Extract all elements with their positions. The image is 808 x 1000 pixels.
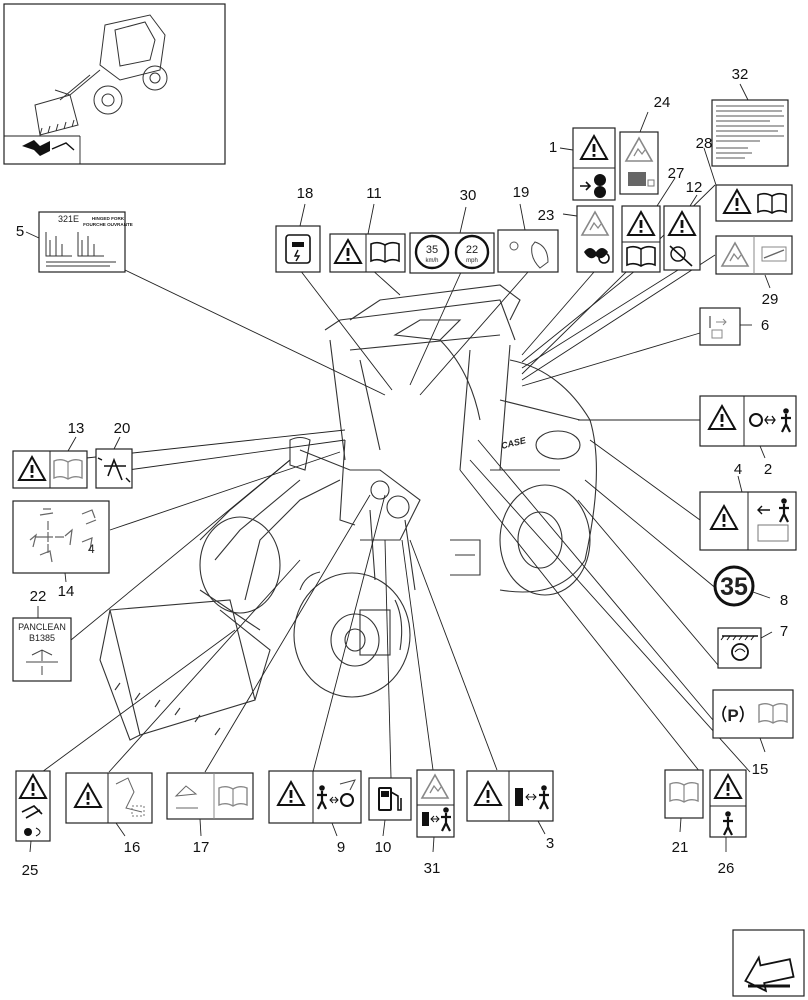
item-number-29: 29 [762,291,779,308]
item-number-28: 28 [696,135,713,152]
svg-text:35: 35 [426,244,438,256]
item-number-25: 25 [22,862,39,879]
svg-text:4: 4 [88,542,95,556]
item-number-22: 22 [30,588,47,605]
decal-11: 11 [329,185,406,273]
decal-19: 19 [497,184,559,273]
item-number-23: 23 [538,207,555,224]
brand-mark: CASE [500,435,528,451]
item-number-16: 16 [124,839,141,856]
item-number-6: 6 [761,317,769,334]
item-number-17: 17 [193,839,210,856]
svg-text:FOURCHE OUVRANTE: FOURCHE OUVRANTE [83,222,133,227]
decal-7: 7 [717,623,788,669]
decal-14: 4 14 [12,500,110,600]
svg-text:HINGED FORK: HINGED FORK [92,216,125,221]
item-number-5: 5 [16,223,24,240]
decal-10: 10 [368,777,412,856]
item-number-27: 27 [668,165,685,182]
item-number-32: 32 [732,66,749,83]
item-number-20: 20 [114,420,131,437]
decal-27: 27 [621,165,685,273]
decal-16: 16 [65,772,153,856]
battery-icon [292,242,304,262]
item-number-18: 18 [297,185,314,202]
decal-24: 24 [619,94,671,195]
decal-8: 35 8 [713,565,788,609]
svg-text:321E: 321E [58,214,79,224]
item-number-7: 7 [780,623,788,640]
decal-32: 32 [711,66,789,167]
item-number-12: 12 [686,179,703,196]
item-number-26: 26 [718,860,735,877]
item-number-8: 8 [780,592,788,609]
parking-brake-icon: P [727,706,738,725]
decal-2: 2 [699,395,797,478]
decal-1: 1 [549,127,616,201]
item-number-4: 4 [734,461,742,478]
thumbnail-wheel-loader-drawing [34,14,168,136]
svg-text:35: 35 [720,573,748,601]
decal-12: 12 [663,179,703,271]
decal-31: 31 [416,769,455,877]
item-number-13: 13 [68,420,85,437]
item-number-11: 11 [366,185,382,202]
decal-29: 29 [715,235,793,308]
item-number-14: 14 [58,583,75,600]
decal-21: 21 [664,769,704,856]
item-number-24: 24 [654,94,671,111]
item-number-3: 3 [546,835,554,852]
decal-23: 23 [538,205,614,273]
page-navigation-arrow-icon[interactable] [732,929,805,997]
decal-4: 4 [699,461,797,551]
decal-28: 28 [696,135,793,222]
item-number-21: 21 [672,839,689,856]
svg-text:PANCLEAN: PANCLEAN [18,622,66,632]
svg-text:22: 22 [466,244,478,256]
item-number-10: 10 [375,839,392,856]
decal-18: 18 [275,185,321,273]
decal-30: 35 km/h 22 mph 30 [409,187,495,274]
item-number-15: 15 [752,761,769,778]
decal-6: 6 [699,307,769,346]
locator-thumbnail [3,3,226,165]
decal-26: 26 [709,769,747,877]
decal-20: 20 [95,420,133,489]
decal-13: 13 [12,420,88,489]
item-number-19: 19 [513,184,530,201]
svg-text:CASE: CASE [500,435,528,451]
decal-5: 321E HINGED FORK FOURCHE OUVRANTE 5 [16,211,133,273]
decal-17: 17 [166,772,254,856]
decal-3: 3 [466,770,554,852]
locator-arrow-icon [22,140,75,156]
svg-text:B1385: B1385 [29,633,55,643]
fuel-pump-icon [378,787,402,811]
item-number-31: 31 [424,860,441,877]
svg-text:mph: mph [466,258,478,264]
item-number-2: 2 [764,461,772,478]
decal-22: PANCLEAN B1385 22 [12,588,72,682]
wheel-loader-drawing [99,284,597,741]
item-number-9: 9 [337,839,345,856]
leader-lines [41,184,751,779]
decal-9: 9 [268,770,362,856]
item-number-30: 30 [460,187,477,204]
decal-25: 25 [15,770,51,879]
decal-15: P 15 [712,689,794,778]
svg-text:km/h: km/h [425,258,438,264]
item-number-1: 1 [549,139,557,156]
